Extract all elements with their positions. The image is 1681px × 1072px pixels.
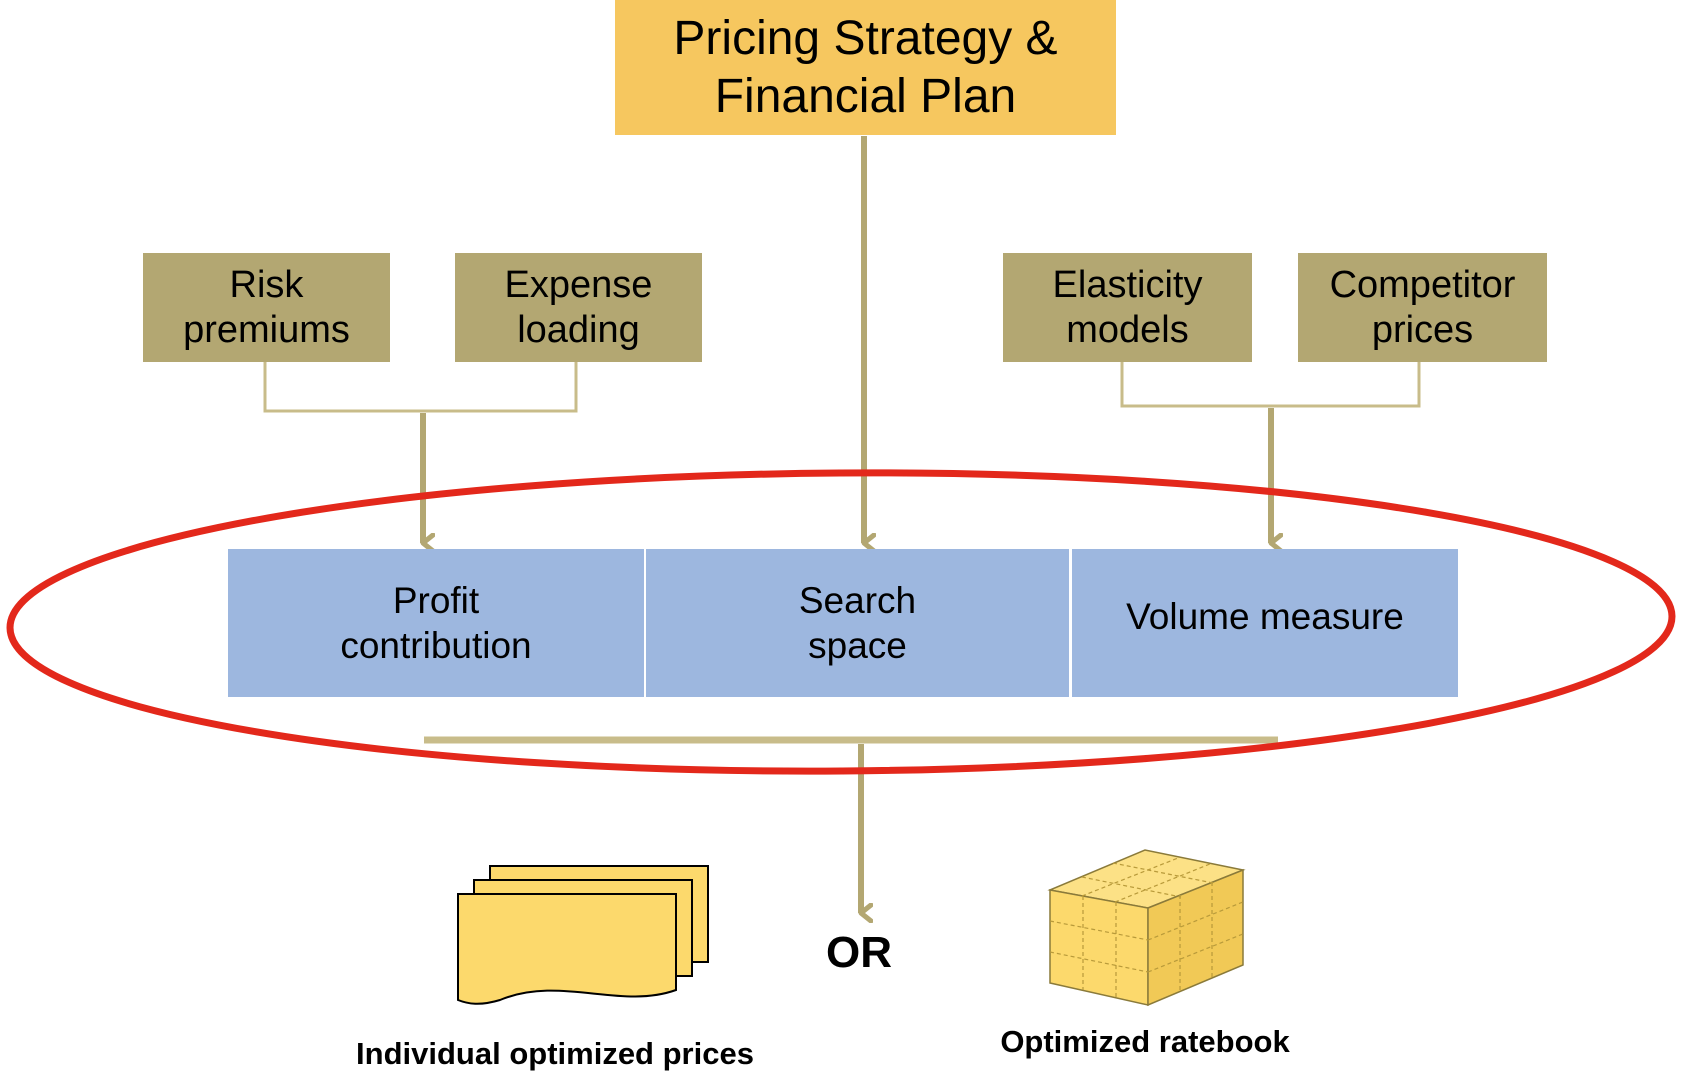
ratebook-cube-icon	[1047, 849, 1246, 1007]
left-input-bracket	[263, 362, 578, 413]
competitor-prices-box: Competitor prices	[1298, 253, 1547, 362]
profit-contribution-box: Profit contribution	[228, 549, 644, 697]
stacked-pages-icon	[457, 865, 709, 1005]
individual-prices-caption: Individual optimized prices	[356, 1036, 754, 1071]
risk-premiums-box: Risk premiums	[143, 253, 390, 362]
or-label: OR	[826, 928, 892, 977]
ratebook-caption: Optimized ratebook	[1000, 1024, 1290, 1059]
elasticity-models-box: Elasticity models	[1003, 253, 1252, 362]
volume-measure-box: Volume measure	[1072, 549, 1458, 697]
right-input-bracket	[1120, 362, 1421, 408]
expense-loading-box: Expense loading	[455, 253, 702, 362]
highlight-ellipse	[6, 469, 1676, 775]
pricing-strategy-box: Pricing Strategy & Financial Plan	[615, 0, 1116, 135]
search-space-box: Search space	[646, 549, 1069, 697]
